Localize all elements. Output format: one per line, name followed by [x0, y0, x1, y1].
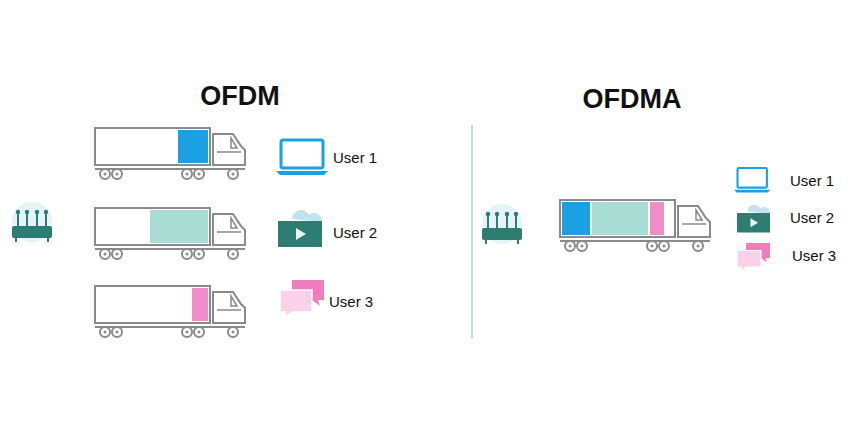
user-label: User 3 [792, 248, 836, 265]
user-label: User 1 [790, 173, 834, 190]
section-heading: OFDMA [583, 85, 682, 115]
user-label: User 3 [329, 294, 373, 311]
user-label: User 1 [333, 150, 377, 167]
user-label: User 2 [333, 225, 377, 242]
section-heading: OFDM [200, 82, 279, 112]
user-label: User 2 [790, 210, 834, 227]
